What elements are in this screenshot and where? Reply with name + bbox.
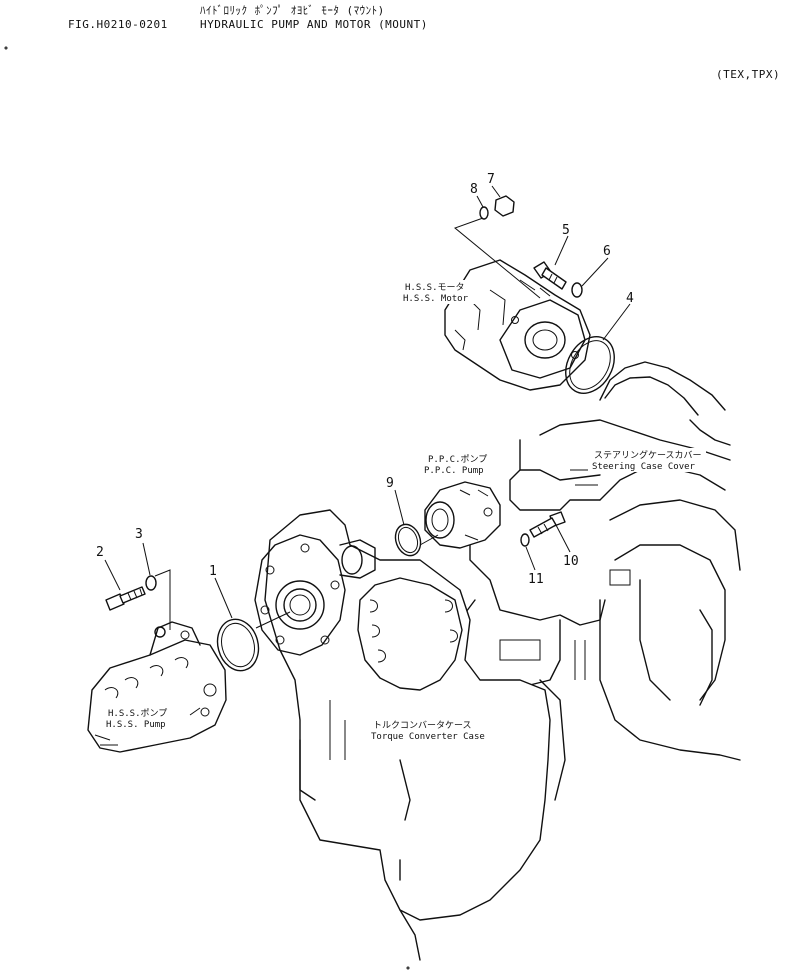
transmission-block: [459, 469, 606, 801]
registration-mark: [4, 46, 8, 50]
callout-2: 2: [96, 545, 104, 560]
callout-numbers: 1 2 3 4 5 6 7 8 9 10 11: [96, 172, 634, 587]
callout-5: 5: [562, 223, 570, 238]
torque-converter-case-label-jp: トルクコンバータケース: [373, 720, 472, 731]
callout-8: 8: [470, 182, 478, 197]
bolt-part-2: [105, 586, 146, 611]
washer-part-3: [145, 575, 157, 591]
callout-6: 6: [603, 244, 611, 259]
bolt-part-5: [533, 261, 567, 290]
callout-11: 11: [528, 572, 544, 587]
component-labels: H.S.S.モータ H.S.S. Motor P.P.C.ポンプ P.P.C. …: [104, 280, 706, 742]
steering-case-cover-label-jp: ステアリングケースカバー: [594, 449, 702, 461]
o-ring-part-9: [394, 523, 422, 557]
callout-1: 1: [209, 564, 217, 579]
hss-pump: [87, 621, 227, 753]
torque-converter-case: [254, 509, 551, 961]
figure-title: HYDRAULIC PUMP AND MOTOR (MOUNT): [200, 18, 428, 31]
leader-lines: [104, 185, 631, 630]
figure-number: FIG.H0210-0201: [68, 18, 168, 31]
o-ring-part-4: [565, 336, 615, 394]
ppc-pump: [424, 481, 501, 549]
washer-part-6: [571, 282, 583, 298]
callout-3: 3: [135, 527, 143, 542]
registration-mark: [406, 966, 410, 970]
washer-part-8: [479, 206, 489, 220]
steering-case-cover-label-en: Steering Case Cover: [592, 462, 696, 472]
callout-9: 9: [386, 476, 394, 491]
ppc-pump-label-en: P.P.C. Pump: [424, 466, 484, 476]
hss-pump-label-jp: H.S.S.ポンプ: [108, 708, 167, 719]
hss-motor-label-jp: H.S.S.モータ: [405, 282, 465, 293]
bolt-part-10: [529, 511, 566, 538]
callout-7: 7: [487, 172, 495, 187]
torque-converter-case-label-en: Torque Converter Case: [371, 732, 485, 742]
callout-4: 4: [626, 291, 634, 306]
model-note: (TEX,TPX): [716, 68, 781, 81]
o-ring-part-1: [216, 618, 260, 672]
hss-pump-label-en: H.S.S. Pump: [106, 720, 166, 730]
title-japanese: ﾊｲﾄﾞﾛﾘｯｸ ﾎﾟﾝﾌﾟ ｵﾖﾋﾞ ﾓｰﾀ (ﾏｳﾝﾄ): [200, 4, 385, 17]
nut-part-7: [494, 195, 515, 217]
washer-part-11: [520, 533, 530, 547]
callout-10: 10: [563, 554, 579, 569]
ppc-pump-label-jp: P.P.C.ポンプ: [428, 454, 487, 465]
hss-motor-label-en: H.S.S. Motor: [403, 294, 469, 304]
